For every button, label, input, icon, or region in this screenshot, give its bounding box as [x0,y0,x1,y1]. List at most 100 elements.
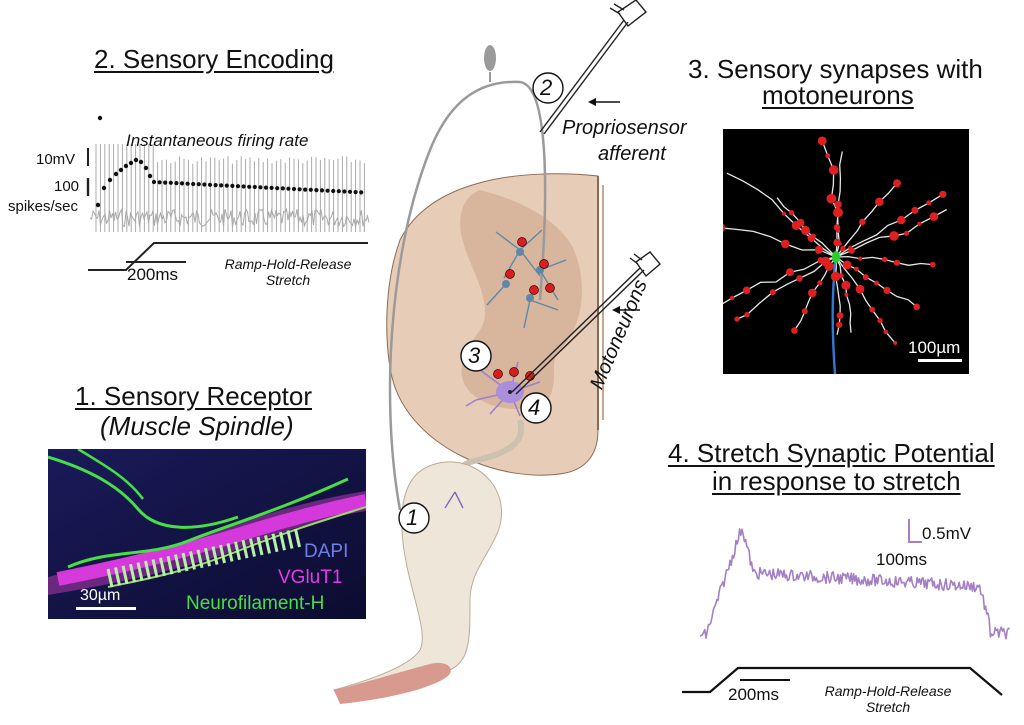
annulospiral-ring [174,554,181,573]
synaptic-bouton [917,221,922,226]
annulospiral-ring [219,544,226,564]
synaptic-bouton [781,239,790,249]
synaptic-potential-recording [682,519,1010,696]
dorsal-synaptic-boutons [505,237,555,295]
synaptic-bouton [889,231,899,241]
marker-circle-1 [398,502,430,534]
synaptic-bouton [828,165,839,175]
spindle-fluorescence [48,449,366,619]
synaptic-bouton [801,308,808,315]
marker-3: 3 [468,343,481,368]
synaptic-bouton [836,241,842,247]
marker-circles [398,72,564,534]
motoneuron-image [723,129,969,374]
synaptic-bouton [825,153,831,159]
synaptic-bouton [742,286,751,295]
annulospiral-ring [286,530,294,549]
rate-dot [241,184,246,189]
rate-dot [101,185,107,191]
stain-dapi-label: DAPI [304,541,349,562]
rate-dot [179,181,185,186]
synaptic-bouton [854,266,859,272]
rate-dot [303,187,308,192]
rate-dot [280,186,285,191]
rate-dot [138,159,144,165]
rate-dot [202,182,207,187]
rat-hindlimb [333,461,503,701]
synaptic-bouton [836,228,841,233]
rate-dot [308,187,313,192]
synaptic-bouton [848,247,855,254]
panel4-title-line2: in response to stretch [712,466,961,496]
rate-label: Instantaneous firing rate [126,131,309,150]
motoneuron-arrowhead [612,306,620,314]
rate-dot [342,189,347,194]
annulospiral-ring [121,565,129,585]
synaptic-bouton [869,306,875,313]
stimulus2-label-line1: Ramp-Hold-Release [824,683,952,699]
annulospiral-ring [106,568,114,588]
marker-1: 1 [406,505,419,530]
motoneuron-scale-bar [918,359,962,362]
stain-nfh-label: Neurofilament-H [186,593,325,614]
synaptic-bouton [875,197,884,207]
rate-dot [219,183,224,188]
rate-dot [207,182,213,187]
annulospiral-ring [114,567,121,586]
synaptic-bouton [809,233,816,240]
annulospiral-ring [204,547,211,567]
synaptic-bouton [911,206,919,214]
annulospiral-ring [166,555,174,575]
annulospiral-ring [181,552,189,572]
afferent-electrode [539,0,648,135]
motoneuron-scale-label: 100µm [908,338,961,357]
synaptic-bouton [930,261,936,268]
rate-dot [191,181,196,187]
synaptic-bouton [826,193,837,204]
synaptic-bouton [836,321,843,328]
annulospiral-ring [129,563,136,583]
rate-dot [107,177,113,183]
rate-dot [95,202,101,208]
annulospiral-ring [279,531,286,551]
synaptic-bouton [786,268,794,277]
rate-dot [331,188,336,194]
rate-dot [168,180,173,185]
rate-dot [319,188,325,193]
rate-dot [314,188,319,193]
synaptic-bouton [817,257,824,264]
motoneuron-nucleus [508,390,512,394]
synaptic-bouton [814,245,824,254]
stretch-stimulus-ramp [88,242,368,271]
annulospiral-ring [136,562,144,581]
stimulus-label-line1: Ramp-Hold-Release [224,256,352,272]
time-scale-label: 200ms [127,265,179,284]
baseline-noise [89,207,370,228]
marker-4: 4 [528,395,541,420]
synaptic-bouton [769,289,776,296]
marker-circle-2 [532,72,564,104]
synaptic-bouton [836,312,844,319]
spp-voltage-scale-label: 0.5mV [922,524,972,543]
dendrite [835,193,944,258]
soma-marker [832,251,840,263]
annulospiral-ring [249,538,256,557]
synaptic-bouton [840,245,846,252]
synaptic-bouton [926,200,932,206]
stain-vglut1-label: VGluT1 [278,567,343,588]
annulospiral-ring [256,536,264,556]
synaptic-bouton [781,211,787,216]
rate-dot [174,181,179,186]
rate-dot [97,115,103,121]
synaptic-bouton [882,256,888,263]
synaptic-bouton [855,284,865,294]
synaptic-bouton [844,292,849,297]
synaptic-bouton [842,260,852,270]
rate-dot [185,181,190,186]
rate-dot [336,189,341,194]
rate-dot [297,187,302,192]
spp-time-scale-label: 100ms [876,550,928,569]
annulospiral-ring [241,539,249,559]
dendrite [723,256,837,305]
synaptic-potential-trace [699,528,1010,640]
